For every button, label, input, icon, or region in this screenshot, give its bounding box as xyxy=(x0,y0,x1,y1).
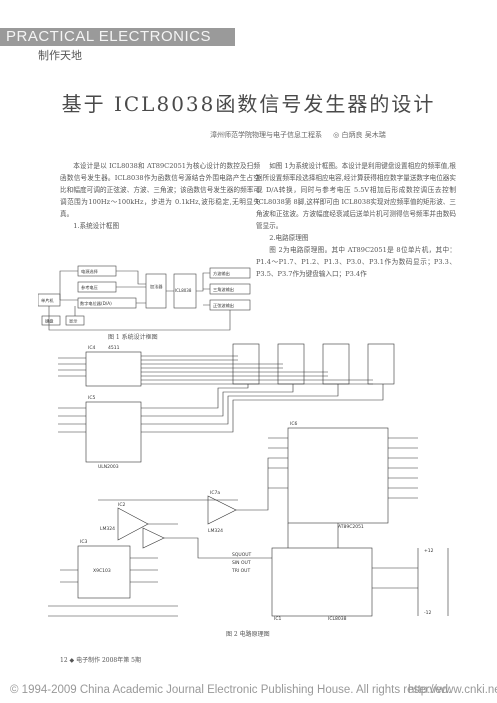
authors: ◎ 白炳良 吴木瑞 xyxy=(333,131,386,139)
label-4511: 4511 xyxy=(108,345,120,351)
label-adder: 加法器 xyxy=(150,283,163,290)
label-ic6: IC6 xyxy=(290,421,297,427)
copyright-notice: © 1994-2009 China Academic Journal Elect… xyxy=(10,684,452,696)
copyright-url[interactable]: http://www.cnki.net xyxy=(408,684,497,696)
paragraph-system: 如图 1为系统设计框图。本设计是利用键盘设置相应的频率值,根据所设置频率段选择相… xyxy=(256,162,456,230)
ic4-4511 xyxy=(85,351,142,387)
paragraph-intro: 本设计是以 ICL8038和 AT89C2051为核心设计的数控及扫频函数信号发… xyxy=(60,162,260,218)
label-ic2: IC2 xyxy=(118,502,125,508)
figure-1-caption: 图 1 系统设计框图 xyxy=(108,334,158,341)
section-label: 制作天地 xyxy=(38,49,82,62)
ic6-at89c2051 xyxy=(287,427,389,524)
label-reference-voltage: 参考电压 xyxy=(81,284,98,291)
label-squout: SQUOUT xyxy=(232,552,252,558)
label-icl8038: ICL8038 xyxy=(175,288,192,293)
label-ic4: IC4 xyxy=(88,345,95,351)
label-square-out: 方波输出 xyxy=(213,270,230,277)
heading-system-diagram: 1.系统设计框图 xyxy=(73,222,120,230)
label-ic5: IC5 xyxy=(88,395,95,401)
label-x9c103: X9C103 xyxy=(93,568,111,574)
label-mcu: 单片机 xyxy=(41,297,54,304)
label-sinout: SIN OUT xyxy=(232,560,251,566)
label-ic7a: IC7a xyxy=(210,490,220,496)
label-keyboard: 键盘 xyxy=(45,318,53,325)
article-byline: 漳州师范学院物理与电子信息工程系 ◎ 白炳良 吴木瑞 xyxy=(210,130,386,140)
article-title: 基于 ICL8038函数信号发生器的设计 xyxy=(61,92,436,116)
page-footer: 12 ◆ 电子制作 2008年第 5期 xyxy=(60,657,141,664)
left-column: 本设计是以 ICL8038和 AT89C2051为核心设计的数控及扫频函数信号发… xyxy=(60,160,260,232)
label-triout: TRI OUT xyxy=(231,568,250,574)
label-display: 显示 xyxy=(69,319,77,324)
label-sine-out: 正弦波输出 xyxy=(213,302,234,309)
affiliation: 漳州师范学院物理与电子信息工程系 xyxy=(210,131,322,139)
label-power-select: 电源选择 xyxy=(81,268,99,275)
label-icl8038: ICL8038 xyxy=(328,616,347,622)
label-triangle-out: 三角波输出 xyxy=(213,286,234,293)
label-uln2003: ULN2003 xyxy=(98,464,119,470)
right-column: 如图 1为系统设计框图。本设计是利用键盘设置相应的频率值,根据所设置频率段选择相… xyxy=(256,160,456,280)
heading-circuit: 2.电路原理图 xyxy=(269,234,309,242)
ic7a-opamp xyxy=(207,495,237,525)
label-plus12: +12 xyxy=(424,548,434,554)
block-keyboard xyxy=(41,315,61,326)
label-ic1: IC1 xyxy=(274,616,281,622)
block-adder xyxy=(145,273,167,309)
label-at89c2051: AT89C2051 xyxy=(338,524,364,530)
ic3-x9c103 xyxy=(77,545,131,599)
figure-2-circuit-schematic: IC4 4511 IC5 ULN2003 IC6 AT89C2051 IC1 I… xyxy=(48,343,449,622)
figure-2-caption: 图 2 电路原理图 xyxy=(226,631,270,638)
ic1-icl8038 xyxy=(271,547,373,617)
label-lm324-b: LM324 xyxy=(208,528,223,534)
ic5-uln2003 xyxy=(85,401,142,463)
journal-banner-text: PRACTICAL ELECTRONICS xyxy=(6,28,211,45)
journal-banner xyxy=(0,28,235,46)
label-digital-pot: 数字电位器(D/A) xyxy=(80,300,112,307)
label-ic3: IC3 xyxy=(80,539,87,545)
opamp-3 xyxy=(142,527,165,549)
label-minus12: -12 xyxy=(424,610,431,616)
figure-1-block-diagram: 电源选择 参考电压 数字电位器(D/A) 加法器 ICL8038 方波输出 三角… xyxy=(38,265,251,331)
label-lm324-a: LM324 xyxy=(100,526,115,532)
ic2-opamp xyxy=(117,507,149,541)
paragraph-circuit: 图 2为电路原理图。其中 AT89C2051是 8位单片机，其中：P1.4～P1… xyxy=(256,246,456,278)
